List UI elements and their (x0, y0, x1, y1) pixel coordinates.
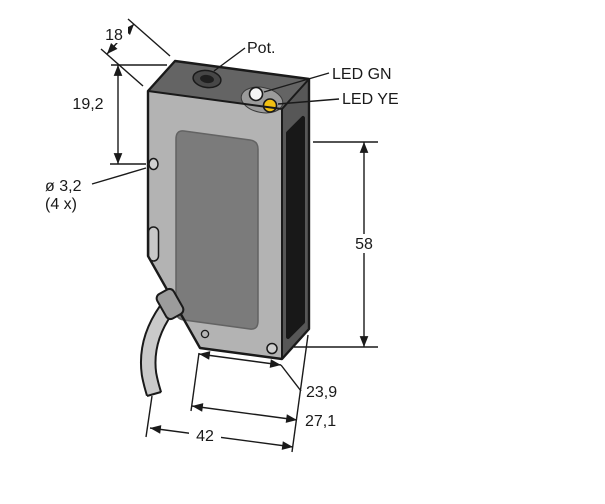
dim-58-label: 58 (355, 236, 373, 253)
dim-18-label-bg (100, 25, 128, 43)
potentiometer (192, 69, 222, 89)
mounting-hole-bottom-right (266, 342, 278, 355)
mounting-hole-bottom-left (200, 329, 210, 339)
body-outline (146, 59, 311, 361)
dim-18-label: 18 (105, 27, 123, 44)
led-ye-label: LED YE (342, 91, 399, 108)
cable-gland (155, 287, 185, 321)
dim-19-2-label: 19,2 (72, 96, 103, 113)
led-ye-leader-line (277, 98, 340, 105)
hole-count-label: (4 x) (45, 196, 77, 213)
cable (140, 305, 173, 398)
dim-overall-42 (145, 395, 294, 450)
led-yellow-indicator (262, 98, 278, 113)
potentiometer-slot (200, 74, 214, 84)
optical-window (286, 116, 305, 339)
pot-label: Pot. (247, 40, 275, 57)
pot-leader-line (213, 47, 246, 72)
annotation-text: 18 19,2 58 23,9 27,1 42 Pot. LED GN LED … (45, 25, 399, 445)
mounting-hole-top-left (148, 157, 159, 171)
led-gn-leader-line (263, 72, 330, 93)
dim-bottom-inner-23-9 (198, 351, 302, 392)
hole-diameter-label: ø 3,2 (45, 178, 82, 195)
mounting-slot-left (147, 226, 160, 262)
dim-42-label: 42 (196, 428, 214, 445)
hole-spec-leader-line (91, 167, 147, 185)
dim-42-label-bg (189, 426, 221, 445)
sensor-body (140, 59, 311, 398)
dim-23-9-label: 23,9 (306, 384, 337, 401)
led-green-indicator (248, 86, 264, 102)
cable-end-cut (146, 390, 162, 398)
front-inset-panel (175, 130, 259, 330)
dim-bottom-outer-27-1 (190, 334, 309, 453)
led-gn-label: LED GN (332, 66, 392, 83)
dim-hole-offset-19-2 (110, 64, 167, 165)
dim-58-label-bg (349, 234, 379, 253)
dim-27-1-label: 27,1 (305, 413, 336, 430)
